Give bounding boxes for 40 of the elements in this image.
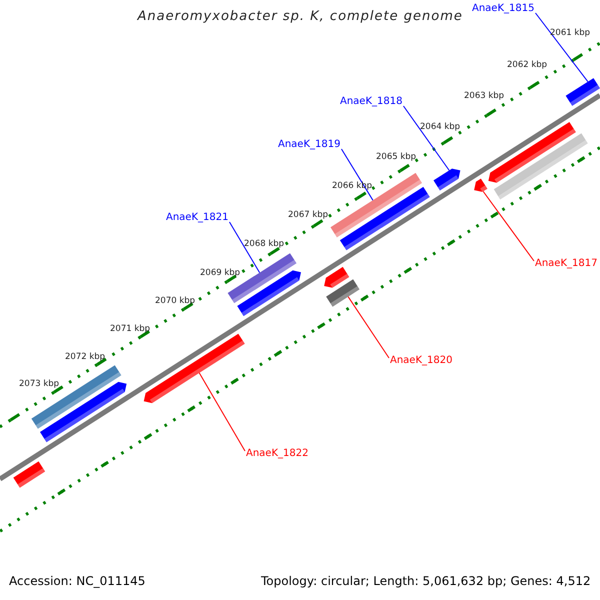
scale-label: 2070 kbp [155,296,196,306]
gene-block [488,122,576,183]
leader-line [534,12,588,82]
title: Anaeromyxobacter sp. K, complete genome [138,9,463,25]
gene-label: AnaeK_1820 [390,355,452,367]
gene-block [13,461,46,488]
scale-label: 2068 kbp [244,239,284,250]
scale-label: 2064 kbp [420,122,460,132]
gene-label: AnaeK_1818 [340,96,402,108]
gene-block [566,78,600,106]
gene-label: AnaeK_1822 [246,448,308,460]
scale-label: 2072 kbp [65,352,106,362]
scale-label: 2069 kbp [200,268,240,278]
gene-block [474,178,488,192]
leader-line [482,190,534,262]
gene-block [494,133,588,200]
gene-label: AnaeK_1815 [472,3,534,15]
scale-label: 2063 kbp [464,91,504,102]
leader-line [402,106,450,171]
scale-label: 2073 kbp [19,379,60,390]
genome-summary: Topology: circular; Length: 5,061,632 bp; Genes: 4,512 [261,574,591,588]
gene-block [324,266,350,288]
gene-label: AnaeK_1819 [278,139,340,151]
scale-label: 2067 kbp [288,210,328,220]
leader-line [348,296,390,358]
gene-label: AnaeK_1821 [166,212,228,224]
scale-label: 2065 kbp [376,152,416,162]
gene-block [40,382,127,442]
scale-label: 2061 kbp [550,28,590,38]
gene-block [330,172,422,238]
gene-block [326,279,360,307]
gene-block [144,334,245,404]
accession-note: Accession: NC_011145 [9,574,146,588]
leader-line [340,148,374,201]
gene-block [434,168,460,190]
leader-line [228,222,260,274]
scale-label: 2071 kbp [110,324,150,334]
scale-label: 2062 kbp [507,60,548,70]
leader-line [198,372,246,452]
gene-label: AnaeK_1817 [535,258,598,270]
